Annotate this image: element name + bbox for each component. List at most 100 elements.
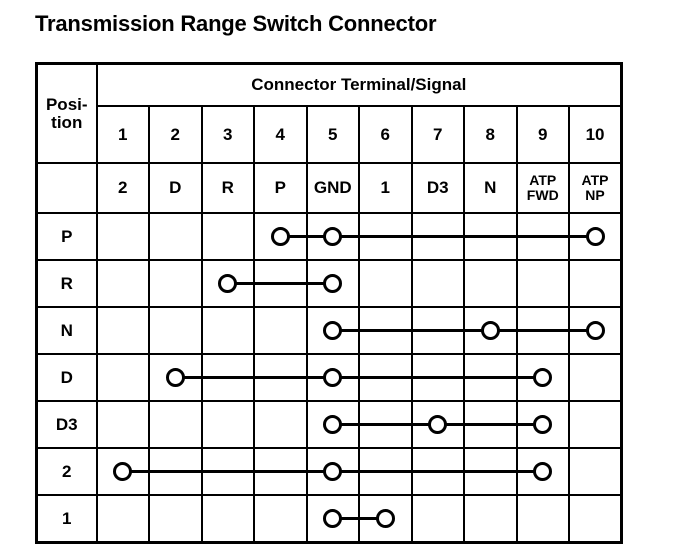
connection-dot-cell-R-5 (305, 259, 360, 308)
signal-label-5: GND (305, 162, 360, 214)
empty-cell-D3-10 (568, 400, 623, 449)
empty-cell-N-3 (200, 306, 255, 355)
connection-dot-cell-N-8 (463, 306, 518, 355)
connection-dot-cell-P-10 (568, 212, 623, 261)
empty-cell-2-2 (148, 447, 203, 496)
empty-cell-P-8 (463, 212, 518, 261)
connection-dot-cell-N-5 (305, 306, 360, 355)
empty-cell-R-1 (95, 259, 150, 308)
page-title: Transmission Range Switch Connector (35, 11, 437, 36)
empty-cell-2-6 (358, 447, 413, 496)
connection-wire (410, 235, 465, 238)
position-label-1: 1 (35, 494, 98, 544)
connection-dot (323, 415, 343, 434)
empty-cell-N-6 (358, 306, 413, 355)
empty-cell-D3-3 (200, 400, 255, 449)
connection-dot-cell-2-5 (305, 447, 360, 496)
connection-wire (463, 470, 518, 473)
empty-cell-2-8 (463, 447, 518, 496)
empty-cell-N-1 (95, 306, 150, 355)
connection-wire (253, 282, 308, 285)
empty-cell-D-10 (568, 353, 623, 402)
connection-wire (332, 423, 360, 426)
empty-cell-N-4 (253, 306, 308, 355)
terminal-number-9: 9 (515, 105, 570, 164)
signal-label-7: D3 (410, 162, 465, 214)
connection-dot-cell-D-2 (148, 353, 203, 402)
connection-wire (148, 470, 203, 473)
connection-dot-cell-D-5 (305, 353, 360, 402)
empty-cell-1-9 (515, 494, 570, 544)
connector-terminal-signal-header: Connector Terminal/Signal (95, 62, 623, 107)
connection-wire (515, 470, 543, 473)
connection-dot (585, 227, 605, 246)
connection-wire (358, 470, 413, 473)
empty-cell-1-4 (253, 494, 308, 544)
empty-cell-P-6 (358, 212, 413, 261)
connection-wire (358, 423, 413, 426)
empty-cell-D-3 (200, 353, 255, 402)
signal-label-line: ATP (581, 172, 609, 189)
connection-wire (515, 235, 570, 238)
empty-cell-N-9 (515, 306, 570, 355)
terminal-number-7: 7 (410, 105, 465, 164)
terminal-number-5: 5 (305, 105, 360, 164)
signal-label-4: P (253, 162, 308, 214)
signal-row-spacer (35, 162, 98, 214)
position-label-P: P (35, 212, 98, 261)
connection-dot (375, 509, 395, 528)
terminal-number-8: 8 (463, 105, 518, 164)
connection-wire (122, 470, 150, 473)
signal-label-6: 1 (358, 162, 413, 214)
connection-dot-cell-1-5 (305, 494, 360, 544)
empty-cell-1-8 (463, 494, 518, 544)
connection-dot (533, 415, 553, 434)
connection-wire (200, 470, 255, 473)
empty-cell-R-2 (148, 259, 203, 308)
empty-cell-D-4 (253, 353, 308, 402)
position-label-R: R (35, 259, 98, 308)
empty-cell-P-9 (515, 212, 570, 261)
empty-cell-2-10 (568, 447, 623, 496)
signal-label-2: D (148, 162, 203, 214)
connection-wire (227, 282, 255, 285)
connection-dot (533, 368, 553, 387)
terminal-number-6: 6 (358, 105, 413, 164)
position-header-line2: tion (51, 112, 83, 132)
connection-wire (463, 235, 518, 238)
connection-dot (323, 462, 343, 481)
connection-wire (358, 376, 413, 379)
connection-dot (480, 321, 500, 340)
empty-cell-D-6 (358, 353, 413, 402)
empty-cell-2-4 (253, 447, 308, 496)
empty-cell-R-4 (253, 259, 308, 308)
empty-cell-1-3 (200, 494, 255, 544)
connection-wire (358, 517, 386, 520)
empty-cell-D3-8 (463, 400, 518, 449)
connection-dot (428, 415, 448, 434)
connection-wire (280, 235, 308, 238)
connection-wire (568, 329, 596, 332)
signal-label-8: N (463, 162, 518, 214)
connection-dot (323, 509, 343, 528)
connection-dot (533, 462, 553, 481)
connection-wire (515, 329, 570, 332)
connection-dot (113, 462, 133, 481)
empty-cell-1-10 (568, 494, 623, 544)
position-label-2: 2 (35, 447, 98, 496)
connection-wire (463, 423, 518, 426)
table-row: N (35, 306, 623, 355)
empty-cell-R-9 (515, 259, 570, 308)
connection-dot-cell-P-4 (253, 212, 308, 261)
connection-wire (332, 329, 360, 332)
connection-dot (165, 368, 185, 387)
connection-dot-cell-D3-5 (305, 400, 360, 449)
empty-cell-D3-2 (148, 400, 203, 449)
connection-dot-cell-D3-7 (410, 400, 465, 449)
signal-label-line: NP (585, 187, 605, 203)
position-label-D3: D3 (35, 400, 98, 449)
